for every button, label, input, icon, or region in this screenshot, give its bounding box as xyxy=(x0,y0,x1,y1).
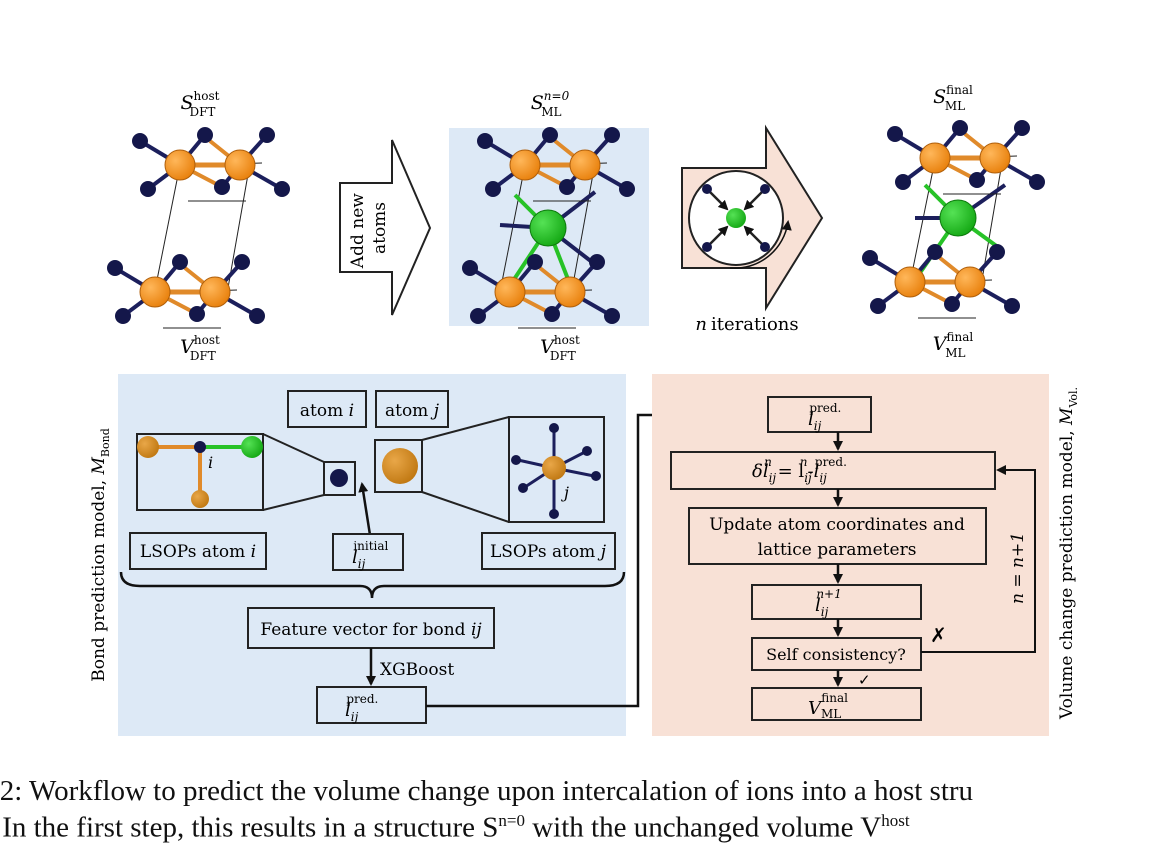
svg-text:lattice parameters: lattice parameters xyxy=(758,540,917,560)
atom-i-box: atom i xyxy=(287,390,367,428)
yes-mark: ✓ xyxy=(858,671,871,689)
svg-text:LSOPs atom i: LSOPs atom i xyxy=(140,542,256,562)
svg-text:Update atom coordinates and: Update atom coordinates and xyxy=(709,515,965,535)
bond-model-side-label: Bond prediction model, MBond xyxy=(89,428,112,682)
svg-text:lijn+1: lijn+1 xyxy=(815,587,842,619)
grouping-brace xyxy=(119,571,626,599)
svg-text:VMLfinal: VMLfinal xyxy=(808,691,848,721)
svg-text:Feature vector for bond ij: Feature vector for bond ij xyxy=(260,620,482,640)
figure-caption: re 2: Workflow to predict the volume cha… xyxy=(0,775,1170,843)
host-structure xyxy=(107,127,290,328)
feature-vector-box: Feature vector for bond ij xyxy=(247,607,495,649)
volume-model-side-label: Volume change prediction model, MVol. xyxy=(1057,387,1080,720)
svg-text:j: j xyxy=(561,483,569,502)
l-next-box: lijn+1 xyxy=(751,584,922,620)
svg-text:lijpred.: lijpred. xyxy=(345,692,378,724)
add-atoms-arrow: Add new atoms xyxy=(339,139,432,316)
ml-initial-structure xyxy=(449,127,649,328)
v-final-box: VMLfinal xyxy=(751,687,922,721)
svg-text:atom i: atom i xyxy=(300,401,354,421)
loop-label: n = n+1 xyxy=(1008,532,1028,604)
delta-l-box: δlijn = lijn-lijpred. xyxy=(670,451,996,490)
iteration-arrow xyxy=(681,124,824,312)
svg-text:δlijn = lijn-lijpred.: δlijn = lijn-lijpred. xyxy=(752,455,847,485)
svg-text:lijpred.: lijpred. xyxy=(808,401,841,433)
bond-l-pred-box: lijpred. xyxy=(316,686,427,724)
svg-text:atom j: atom j xyxy=(385,401,440,421)
svg-text:LSOPs atom j: LSOPs atom j xyxy=(490,542,607,562)
add-atoms-text: Add new atoms xyxy=(348,188,390,269)
caption-line-1: re 2: Workflow to predict the volume cha… xyxy=(0,775,974,807)
lsops-i-box: LSOPs atom i xyxy=(129,532,267,570)
svg-text:i: i xyxy=(208,453,213,472)
atom-j-environment: j xyxy=(508,416,605,523)
lsops-j-box: LSOPs atom j xyxy=(481,532,616,570)
update-coordinates-box: Update atom coordinates and lattice para… xyxy=(688,507,987,565)
xgboost-label: XGBoost xyxy=(380,660,454,680)
no-mark: ✗ xyxy=(930,623,947,647)
caption-line-2: t). In the first step, this results in a… xyxy=(0,811,910,844)
atom-i-small-box xyxy=(323,461,356,496)
atom-i-environment: i xyxy=(136,433,264,511)
svg-text:lijinitial: lijinitial xyxy=(352,539,389,571)
volume-l-pred-box: lijpred. xyxy=(767,396,872,433)
iteration-loop-connector xyxy=(921,465,1036,653)
l-initial-box: lijinitial xyxy=(332,533,404,571)
self-consistency-box: Self consistency? xyxy=(751,637,922,671)
atom-j-small-box xyxy=(374,439,423,493)
ml-final-structure xyxy=(862,120,1045,318)
svg-text:Self consistency?: Self consistency? xyxy=(766,645,906,664)
atom-j-box: atom j xyxy=(375,390,449,428)
